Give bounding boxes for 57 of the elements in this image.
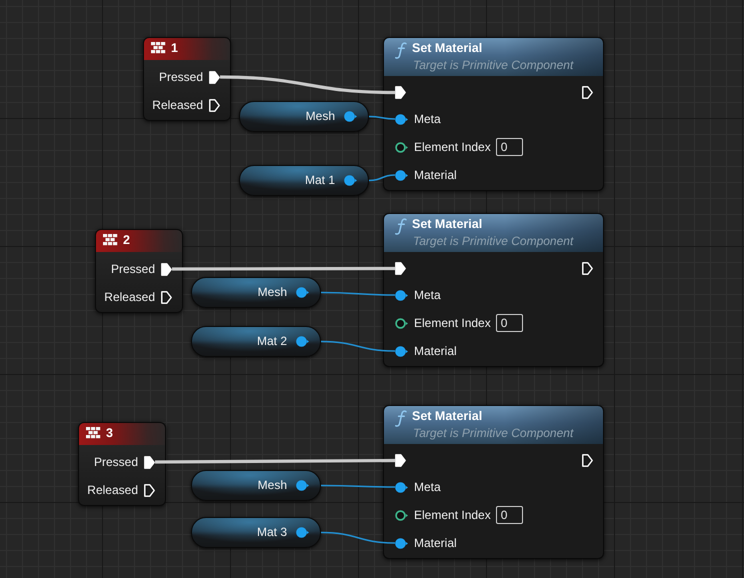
node-title: 3 xyxy=(106,426,113,441)
variable-node xyxy=(191,277,321,308)
node-title: Set Material xyxy=(412,409,482,424)
wire xyxy=(368,116,396,120)
pin-label: Released xyxy=(104,290,155,304)
pin-label: Material xyxy=(414,536,457,550)
variable-node xyxy=(239,165,369,196)
pin-label: Element Index xyxy=(414,316,491,330)
node-title: Set Material xyxy=(412,217,482,232)
wire xyxy=(321,292,395,296)
pin-label: Meta xyxy=(414,480,441,494)
exec-pin-icon xyxy=(395,262,406,275)
exec-pin-icon xyxy=(395,86,406,99)
wire xyxy=(320,340,396,352)
node-label: Mat 2 xyxy=(256,334,287,349)
pin-label: Pressed xyxy=(110,262,155,276)
node-label: Mat 3 xyxy=(256,525,287,540)
pin-label: Meta xyxy=(414,288,441,302)
input-field: 0 xyxy=(496,138,523,156)
pin-label: Released xyxy=(152,98,203,112)
input-event-node xyxy=(78,422,166,506)
node-subtitle: Target is Primitive Component xyxy=(413,234,574,249)
wire xyxy=(172,266,395,271)
function-node xyxy=(383,405,604,559)
variable-node xyxy=(239,101,369,132)
pin-label: Pressed xyxy=(158,70,203,84)
node-label: Mesh xyxy=(258,478,287,493)
variable-node xyxy=(191,517,321,548)
pin-label: Released xyxy=(87,482,138,498)
pin-label: Pressed xyxy=(94,454,138,470)
wire xyxy=(321,484,395,488)
node-label: Mesh xyxy=(258,285,287,300)
input-field: 0 xyxy=(496,506,523,524)
input-event-node xyxy=(95,229,183,313)
wire xyxy=(368,174,396,182)
node-title: 2 xyxy=(123,233,130,248)
node-title: Set Material xyxy=(412,41,482,56)
input-field: 0 xyxy=(496,314,523,332)
node-subtitle: Target is Primitive Component xyxy=(413,58,574,73)
pin-label: Material xyxy=(414,344,457,358)
pin-label: Element Index xyxy=(414,140,491,154)
node-label: Mesh xyxy=(306,109,335,124)
wire xyxy=(220,75,396,94)
input-event-node xyxy=(143,37,231,121)
pin-label: Meta xyxy=(414,112,441,126)
variable-node xyxy=(191,470,321,501)
node-subtitle: Target is Primitive Component xyxy=(413,426,574,441)
pin-label: Element Index xyxy=(414,508,491,522)
node-label: Mat 1 xyxy=(304,173,335,188)
function-node xyxy=(383,213,604,367)
variable-node xyxy=(191,326,321,357)
exec-pin-icon xyxy=(395,454,406,467)
wire xyxy=(320,532,396,544)
pin-label: Material xyxy=(414,168,457,182)
wire xyxy=(155,458,395,464)
function-node xyxy=(383,37,604,191)
node-title: 1 xyxy=(171,41,178,56)
